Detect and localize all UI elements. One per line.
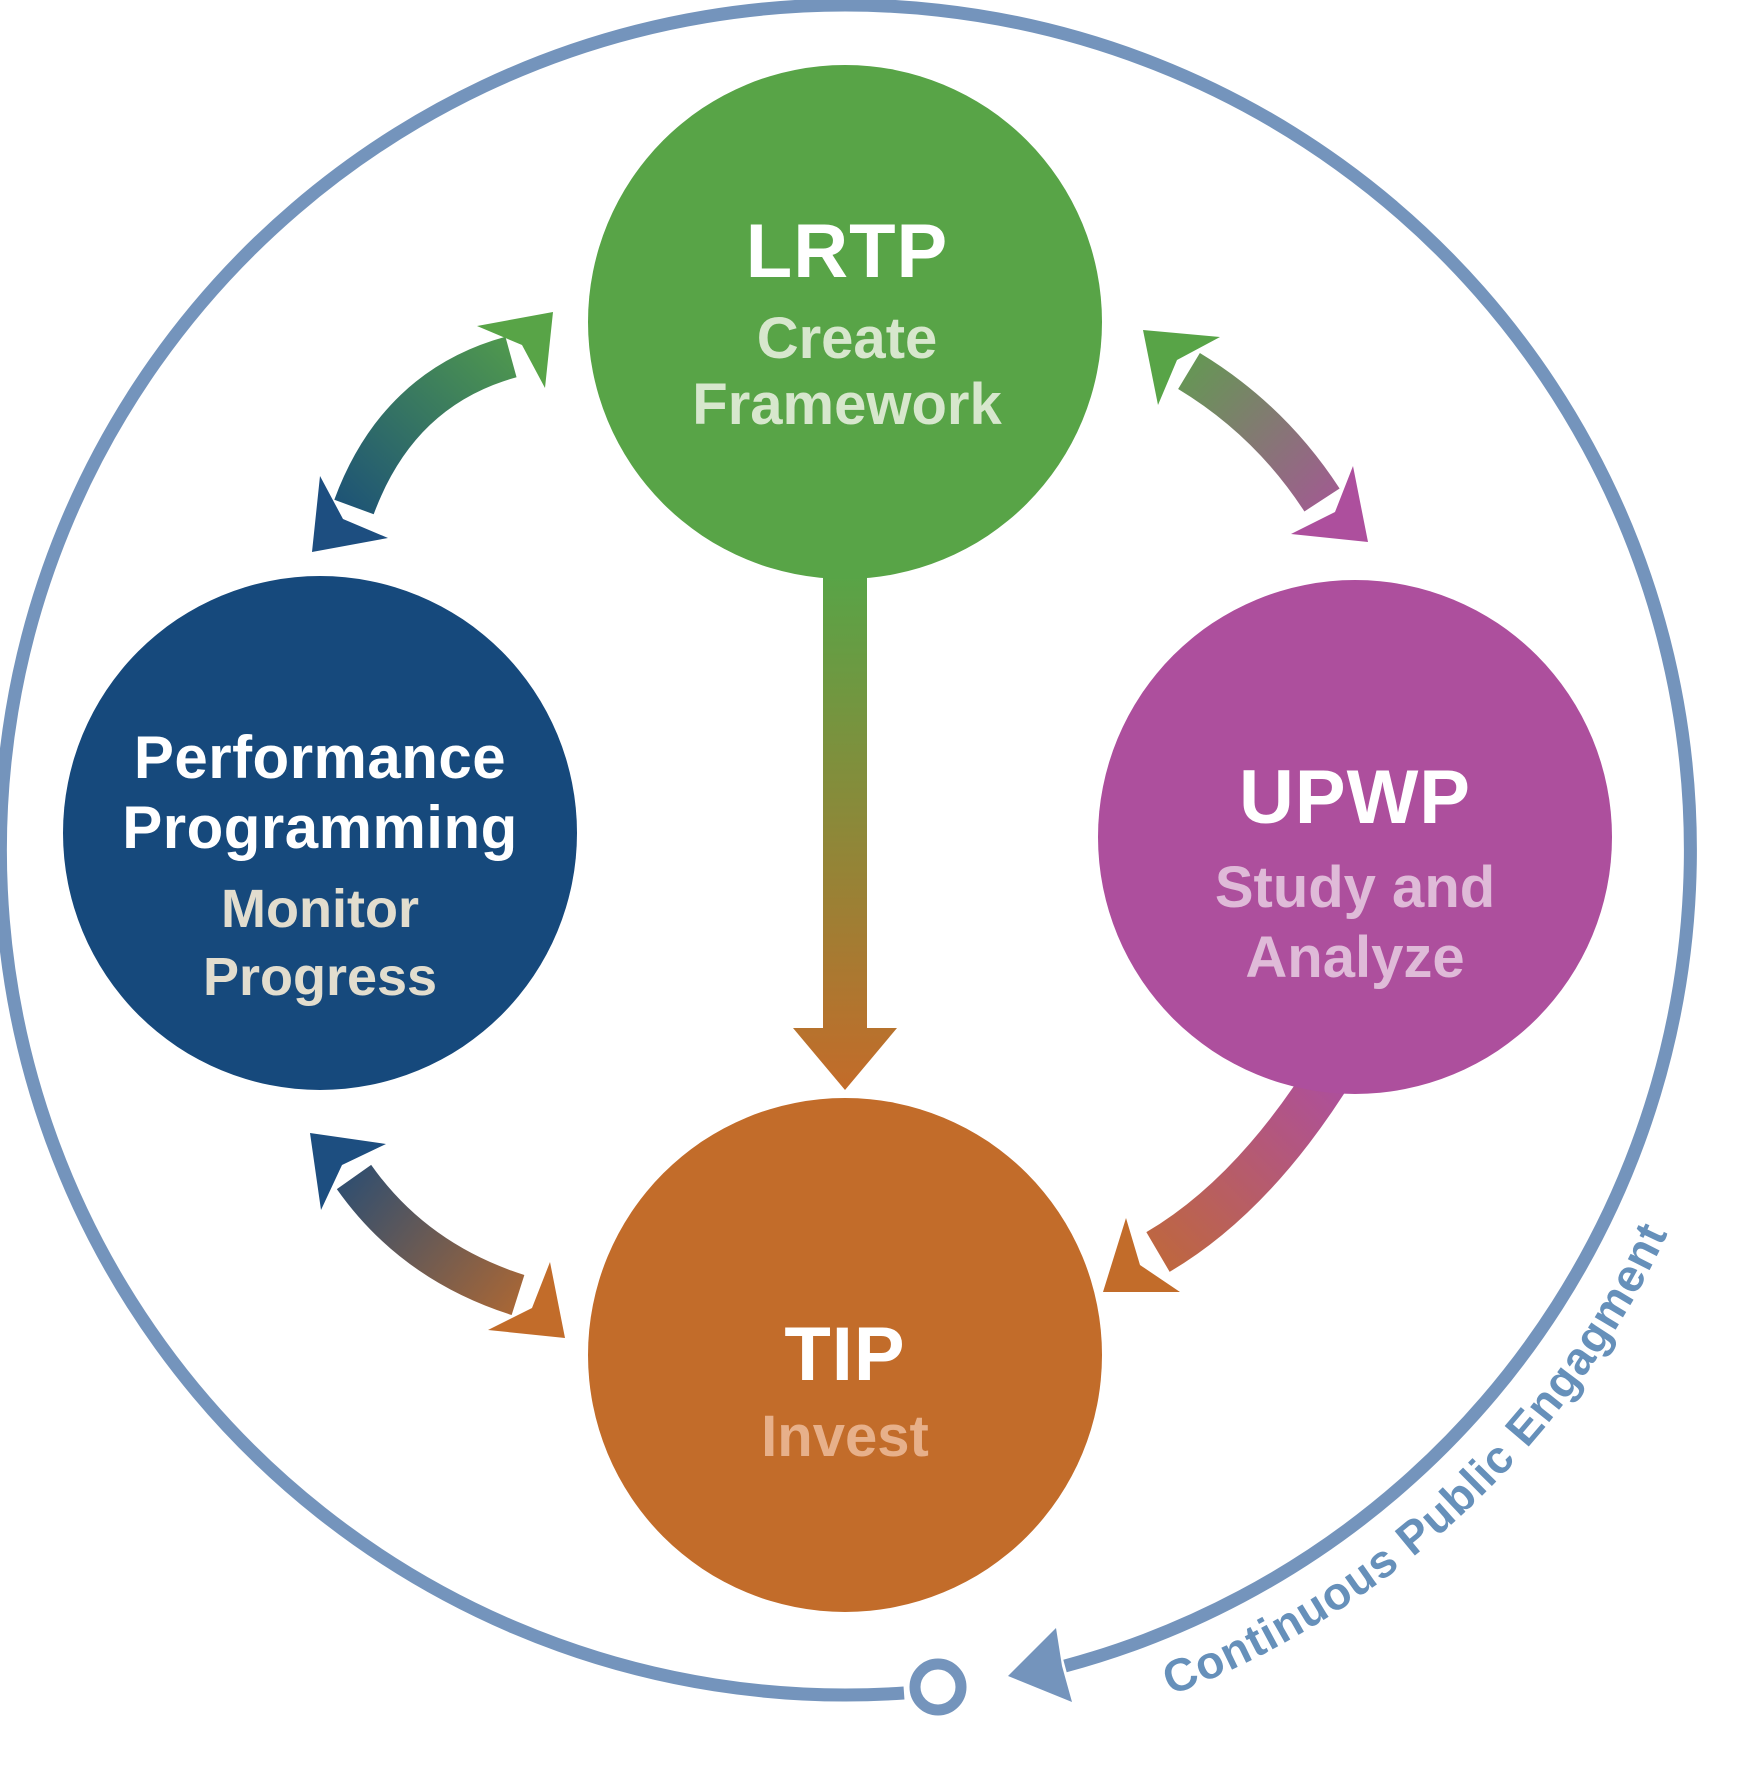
arrow-upwp-tip — [1103, 1052, 1355, 1292]
arrow-lrtp-performance — [312, 312, 553, 552]
engagement-ring-arc — [0, 0, 1697, 1702]
upwp-title: UPWP — [1239, 755, 1471, 840]
lrtp-subtitle-line1: Create — [757, 306, 938, 371]
node-tip: TIP Invest — [588, 1098, 1102, 1612]
engagement-start-marker-icon — [909, 1658, 967, 1716]
engagement-label: Continuous Public Engagment — [1155, 1214, 1677, 1705]
performance-subtitle-line2: Progress — [203, 947, 437, 1007]
arrowhead-to-performance-icon — [312, 476, 388, 552]
upwp-circle — [1098, 580, 1612, 1094]
arrowhead-to-lrtp-icon — [1143, 330, 1220, 405]
performance-subtitle-line1: Monitor — [221, 879, 419, 939]
lrtp-subtitle-line2: Framework — [692, 372, 1002, 437]
arrow-lrtp-upwp — [1143, 330, 1368, 542]
node-lrtp: LRTP Create Framework — [588, 65, 1102, 579]
engagement-arrowhead-icon — [1008, 1628, 1072, 1702]
node-performance-programming: Performance Programming Monitor Progress — [63, 576, 577, 1090]
tip-circle — [588, 1098, 1102, 1612]
arrowhead-to-lrtp-icon — [477, 312, 553, 388]
arrowhead-to-performance-icon — [310, 1133, 386, 1210]
tip-subtitle-line1: Invest — [761, 1404, 929, 1469]
upwp-subtitle-line2: Analyze — [1245, 925, 1464, 990]
arrowhead-to-tip-icon — [488, 1262, 565, 1338]
lrtp-title: LRTP — [746, 209, 948, 294]
node-upwp: UPWP Study and Analyze — [1098, 580, 1612, 1094]
arrow-lrtp-tip — [793, 570, 897, 1090]
performance-circle — [63, 576, 577, 1090]
arrowhead-to-upwp-icon — [1291, 466, 1368, 542]
tip-title: TIP — [784, 1312, 905, 1397]
performance-title-line1: Performance — [134, 724, 506, 791]
performance-title-line2: Programming — [122, 794, 518, 861]
arrowhead-to-tip-icon — [1103, 1218, 1180, 1292]
arrow-tip-performance — [310, 1133, 565, 1338]
upwp-subtitle-line1: Study and — [1215, 855, 1495, 920]
lrtp-circle — [588, 65, 1102, 579]
vertical-arrow-icon — [793, 570, 897, 1090]
